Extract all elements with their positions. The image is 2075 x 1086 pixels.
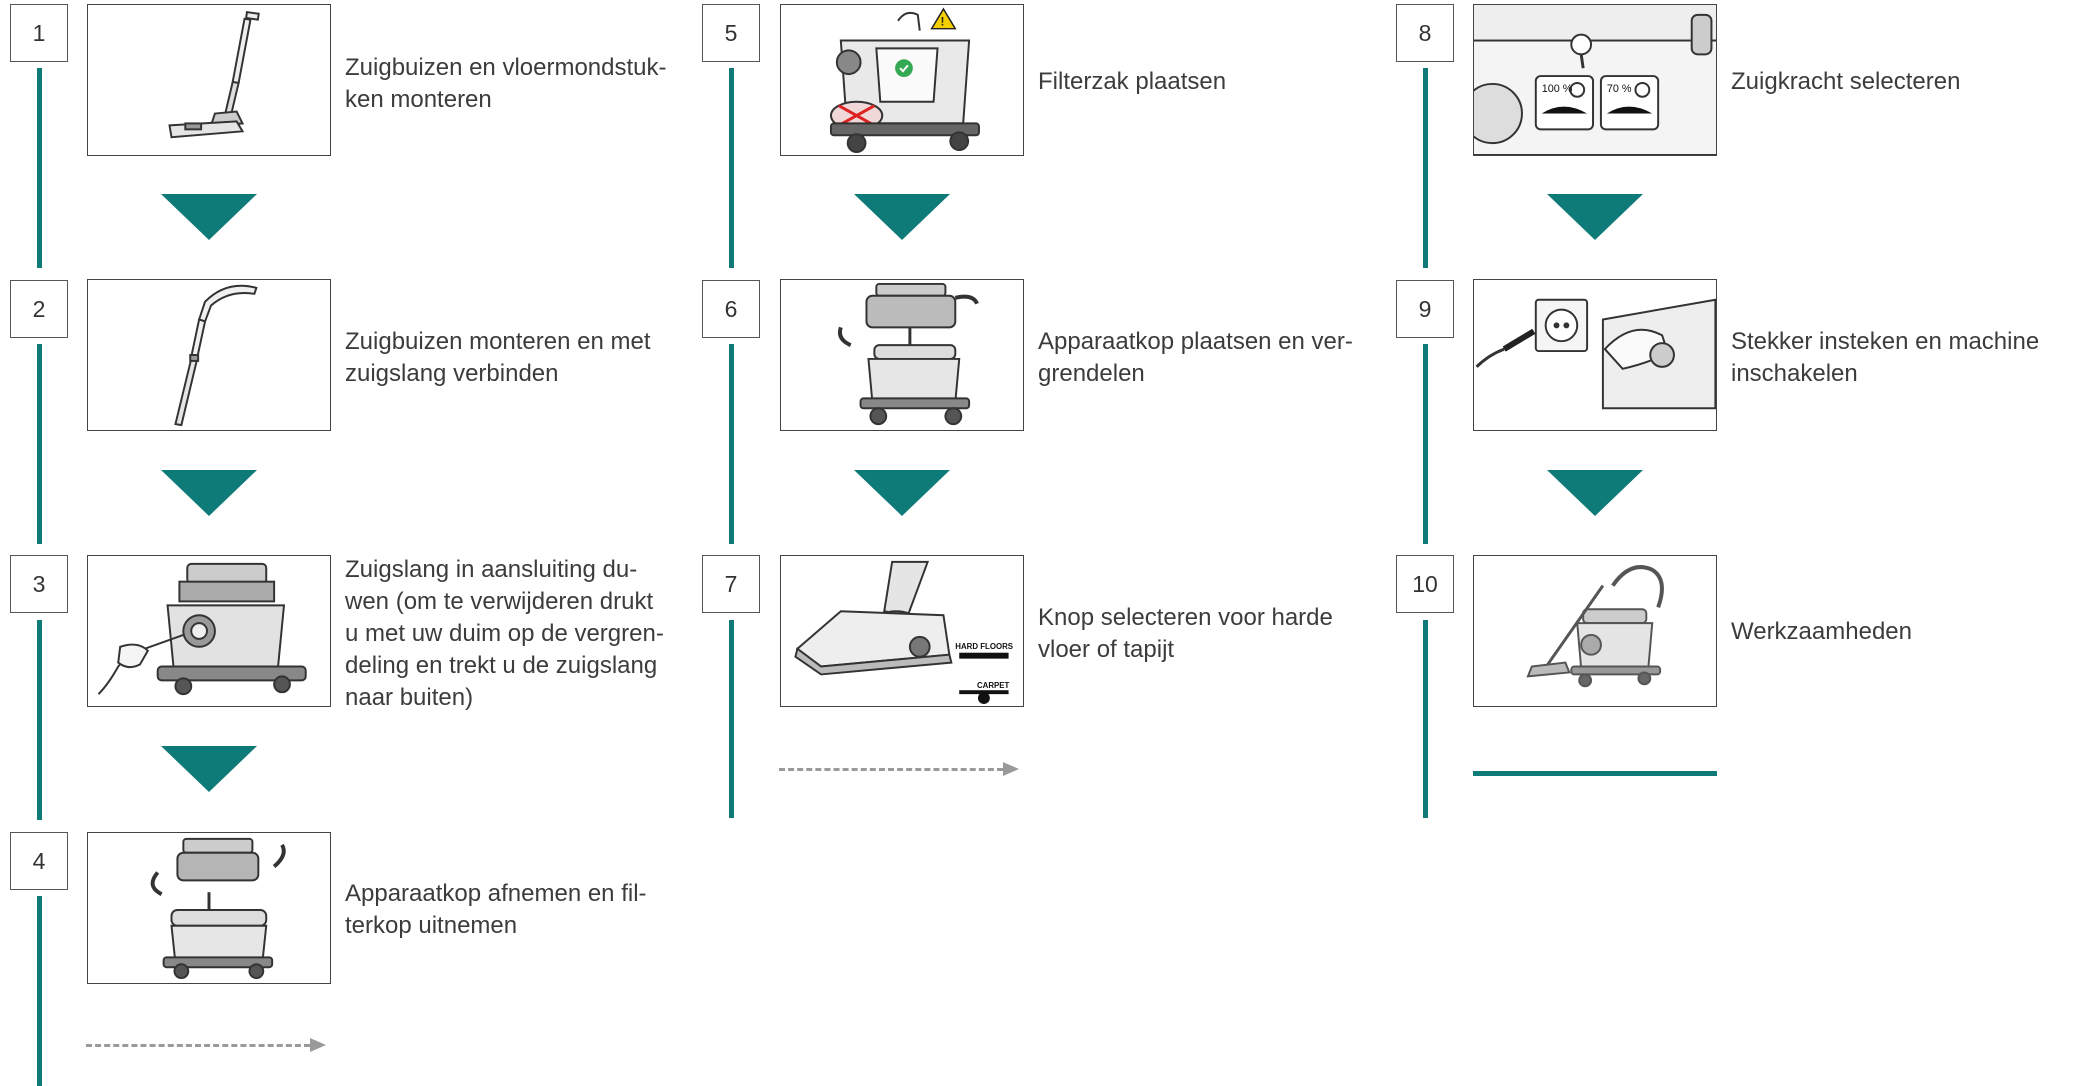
step-number-8: 8: [1396, 4, 1454, 62]
continue-arrow: [86, 1044, 310, 1047]
power-70-label: 70 %: [1607, 83, 1632, 95]
warning-icon: [930, 7, 957, 30]
step-illustration-3: [87, 555, 331, 707]
step-illustration-4: [87, 832, 331, 984]
step-number-2: 2: [10, 280, 68, 338]
carpet-label: CARPET: [977, 681, 1010, 690]
filter-bag-icon: !: [829, 7, 980, 154]
vacuum-working-icon: [1526, 565, 1664, 688]
step-text-2: Zuigbuizen monteren en met zuigslang ver…: [345, 328, 651, 387]
step-text-1: Zuigbuizen en vloermondstuk- ken montere…: [345, 54, 667, 113]
step-text-9: Stekker insteken en machine inschakelen: [1731, 328, 2040, 387]
step-text-4: Apparaatkop afnemen en fil- terkop uitne…: [345, 880, 647, 939]
step-line-col2: [729, 620, 734, 818]
step-text-8: Zuigkracht selecteren: [1731, 68, 1961, 95]
step-illustration-1: [87, 4, 331, 156]
tubes-hose-icon: [174, 284, 258, 427]
step-illustration-8: 100 % 70 %: [1473, 4, 1717, 156]
step-text-10: Werkzaamheden: [1731, 618, 1912, 645]
step-illustration-2: [87, 279, 331, 431]
step-line-col3: [1423, 68, 1428, 268]
arrow-right-icon: [1003, 762, 1019, 776]
continue-arrow: [779, 768, 1003, 771]
arrow-right-icon: [310, 1038, 326, 1052]
down-arrow-icon: [1547, 194, 1643, 240]
step-text-3: Zuigslang in aansluiting du- wen (om te …: [345, 556, 664, 711]
floor-nozzle-tubes-icon: [168, 10, 260, 139]
step-line-col1: [37, 620, 42, 820]
step-text-5: Filterzak plaatsen: [1038, 68, 1227, 95]
step-number-9: 9: [1396, 280, 1454, 338]
step-number-5: 5: [702, 4, 760, 62]
down-arrow-icon: [1547, 470, 1643, 516]
step-text-7: Knop selecteren voor harde vloer of tapi…: [1038, 604, 1333, 663]
step-line-col1: [37, 344, 42, 544]
svg-text:!: !: [940, 15, 944, 29]
step-number-4: 4: [10, 832, 68, 890]
step-number-3: 3: [10, 555, 68, 613]
hard-floors-label: HARD FLOORS: [955, 642, 1013, 651]
plug-switch-icon: [1475, 298, 1716, 410]
power-100-label: 100 %: [1542, 83, 1573, 95]
step-number-6: 6: [702, 280, 760, 338]
step-number-10: 10: [1396, 555, 1454, 613]
step-number-1: 1: [10, 4, 68, 62]
step-illustration-7: HARD FLOORS CARPET: [780, 555, 1024, 707]
step-text-6: Apparaatkop plaatsen en ver- grendelen: [1038, 328, 1353, 387]
remove-head-icon: [150, 837, 286, 980]
step-number-7: 7: [702, 555, 760, 613]
step-line-col2: [729, 344, 734, 544]
down-arrow-icon: [161, 194, 257, 240]
down-arrow-icon: [161, 470, 257, 516]
step-line-col1: [37, 68, 42, 268]
down-arrow-icon: [161, 746, 257, 792]
place-head-icon: [837, 282, 979, 426]
step-line-col2: [729, 68, 734, 268]
end-bar: [1473, 771, 1717, 776]
step-illustration-9: [1473, 279, 1717, 431]
step-illustration-6: [780, 279, 1024, 431]
checkmark-icon: [895, 59, 913, 78]
power-selector-icon: 100 % 70 %: [1474, 5, 1716, 155]
step-line-col3: [1423, 344, 1428, 544]
hose-connection-icon: [97, 562, 307, 696]
down-arrow-icon: [854, 470, 950, 516]
step-illustration-5: !: [780, 4, 1024, 156]
step-line-col3: [1423, 620, 1428, 818]
down-arrow-icon: [854, 194, 950, 240]
step-illustration-10: [1473, 555, 1717, 707]
step-line-col1: [37, 896, 42, 1086]
floor-selector-icon: HARD FLOORS CARPET: [794, 560, 1013, 705]
